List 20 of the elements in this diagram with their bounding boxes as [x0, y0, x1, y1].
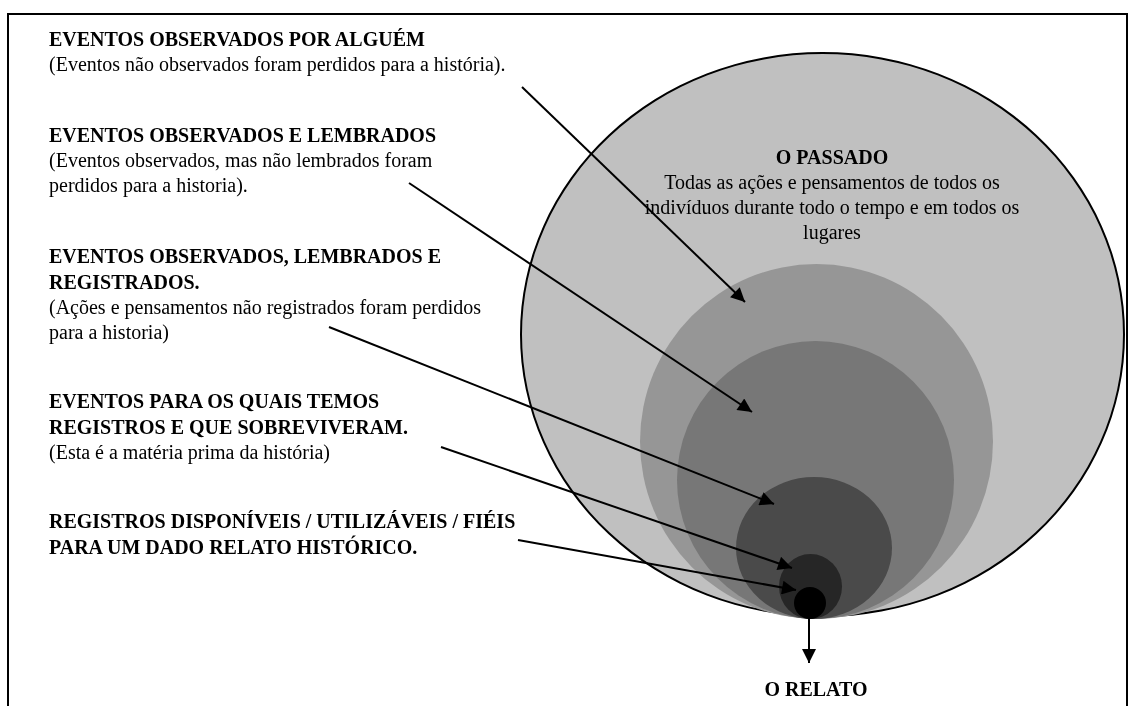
arrow	[517, 539, 797, 595]
nested-circle	[779, 554, 842, 619]
arrow	[802, 616, 816, 664]
body-text: (Eventos não observados foram perdidos para a história).	[49, 52, 507, 77]
nested-circle	[794, 587, 826, 619]
arrow	[408, 182, 753, 413]
heading-text: O RELATO	[763, 677, 869, 702]
body-text: (Esta é a matéria prima da história)	[49, 440, 331, 465]
body-text: Todas as ações e pensamentos de todos os indivíduos durante todo o tempo e em todos os lugares	[643, 170, 1021, 245]
heading-text: O PASSADO	[774, 145, 890, 170]
arrow	[440, 446, 793, 571]
arrow	[521, 86, 746, 303]
heading-text: EVENTOS PARA OS QUAIS TEMOS REGISTROS E QUE SOBREVIVERAM.	[49, 389, 409, 440]
heading-text: EVENTOS OBSERVADOS POR ALGUÉM	[49, 27, 426, 52]
body-text: (Eventos observados, mas não lembrados foram perdidos para a historia).	[49, 148, 434, 198]
heading-text: REGISTROS DISPONÍVEIS / UTILIZÁVEIS / FIÉIS PARA UM DADO RELATO HISTÓRICO.	[49, 509, 517, 560]
heading-text: EVENTOS OBSERVADOS E LEMBRADOS	[49, 123, 437, 148]
heading-text: EVENTOS OBSERVADOS, LEMBRADOS E REGISTRADOS.	[49, 244, 442, 295]
arrow	[328, 326, 775, 506]
body-text: (Ações e pensamentos não registrados foram perdidos para a historia)	[49, 295, 483, 345]
